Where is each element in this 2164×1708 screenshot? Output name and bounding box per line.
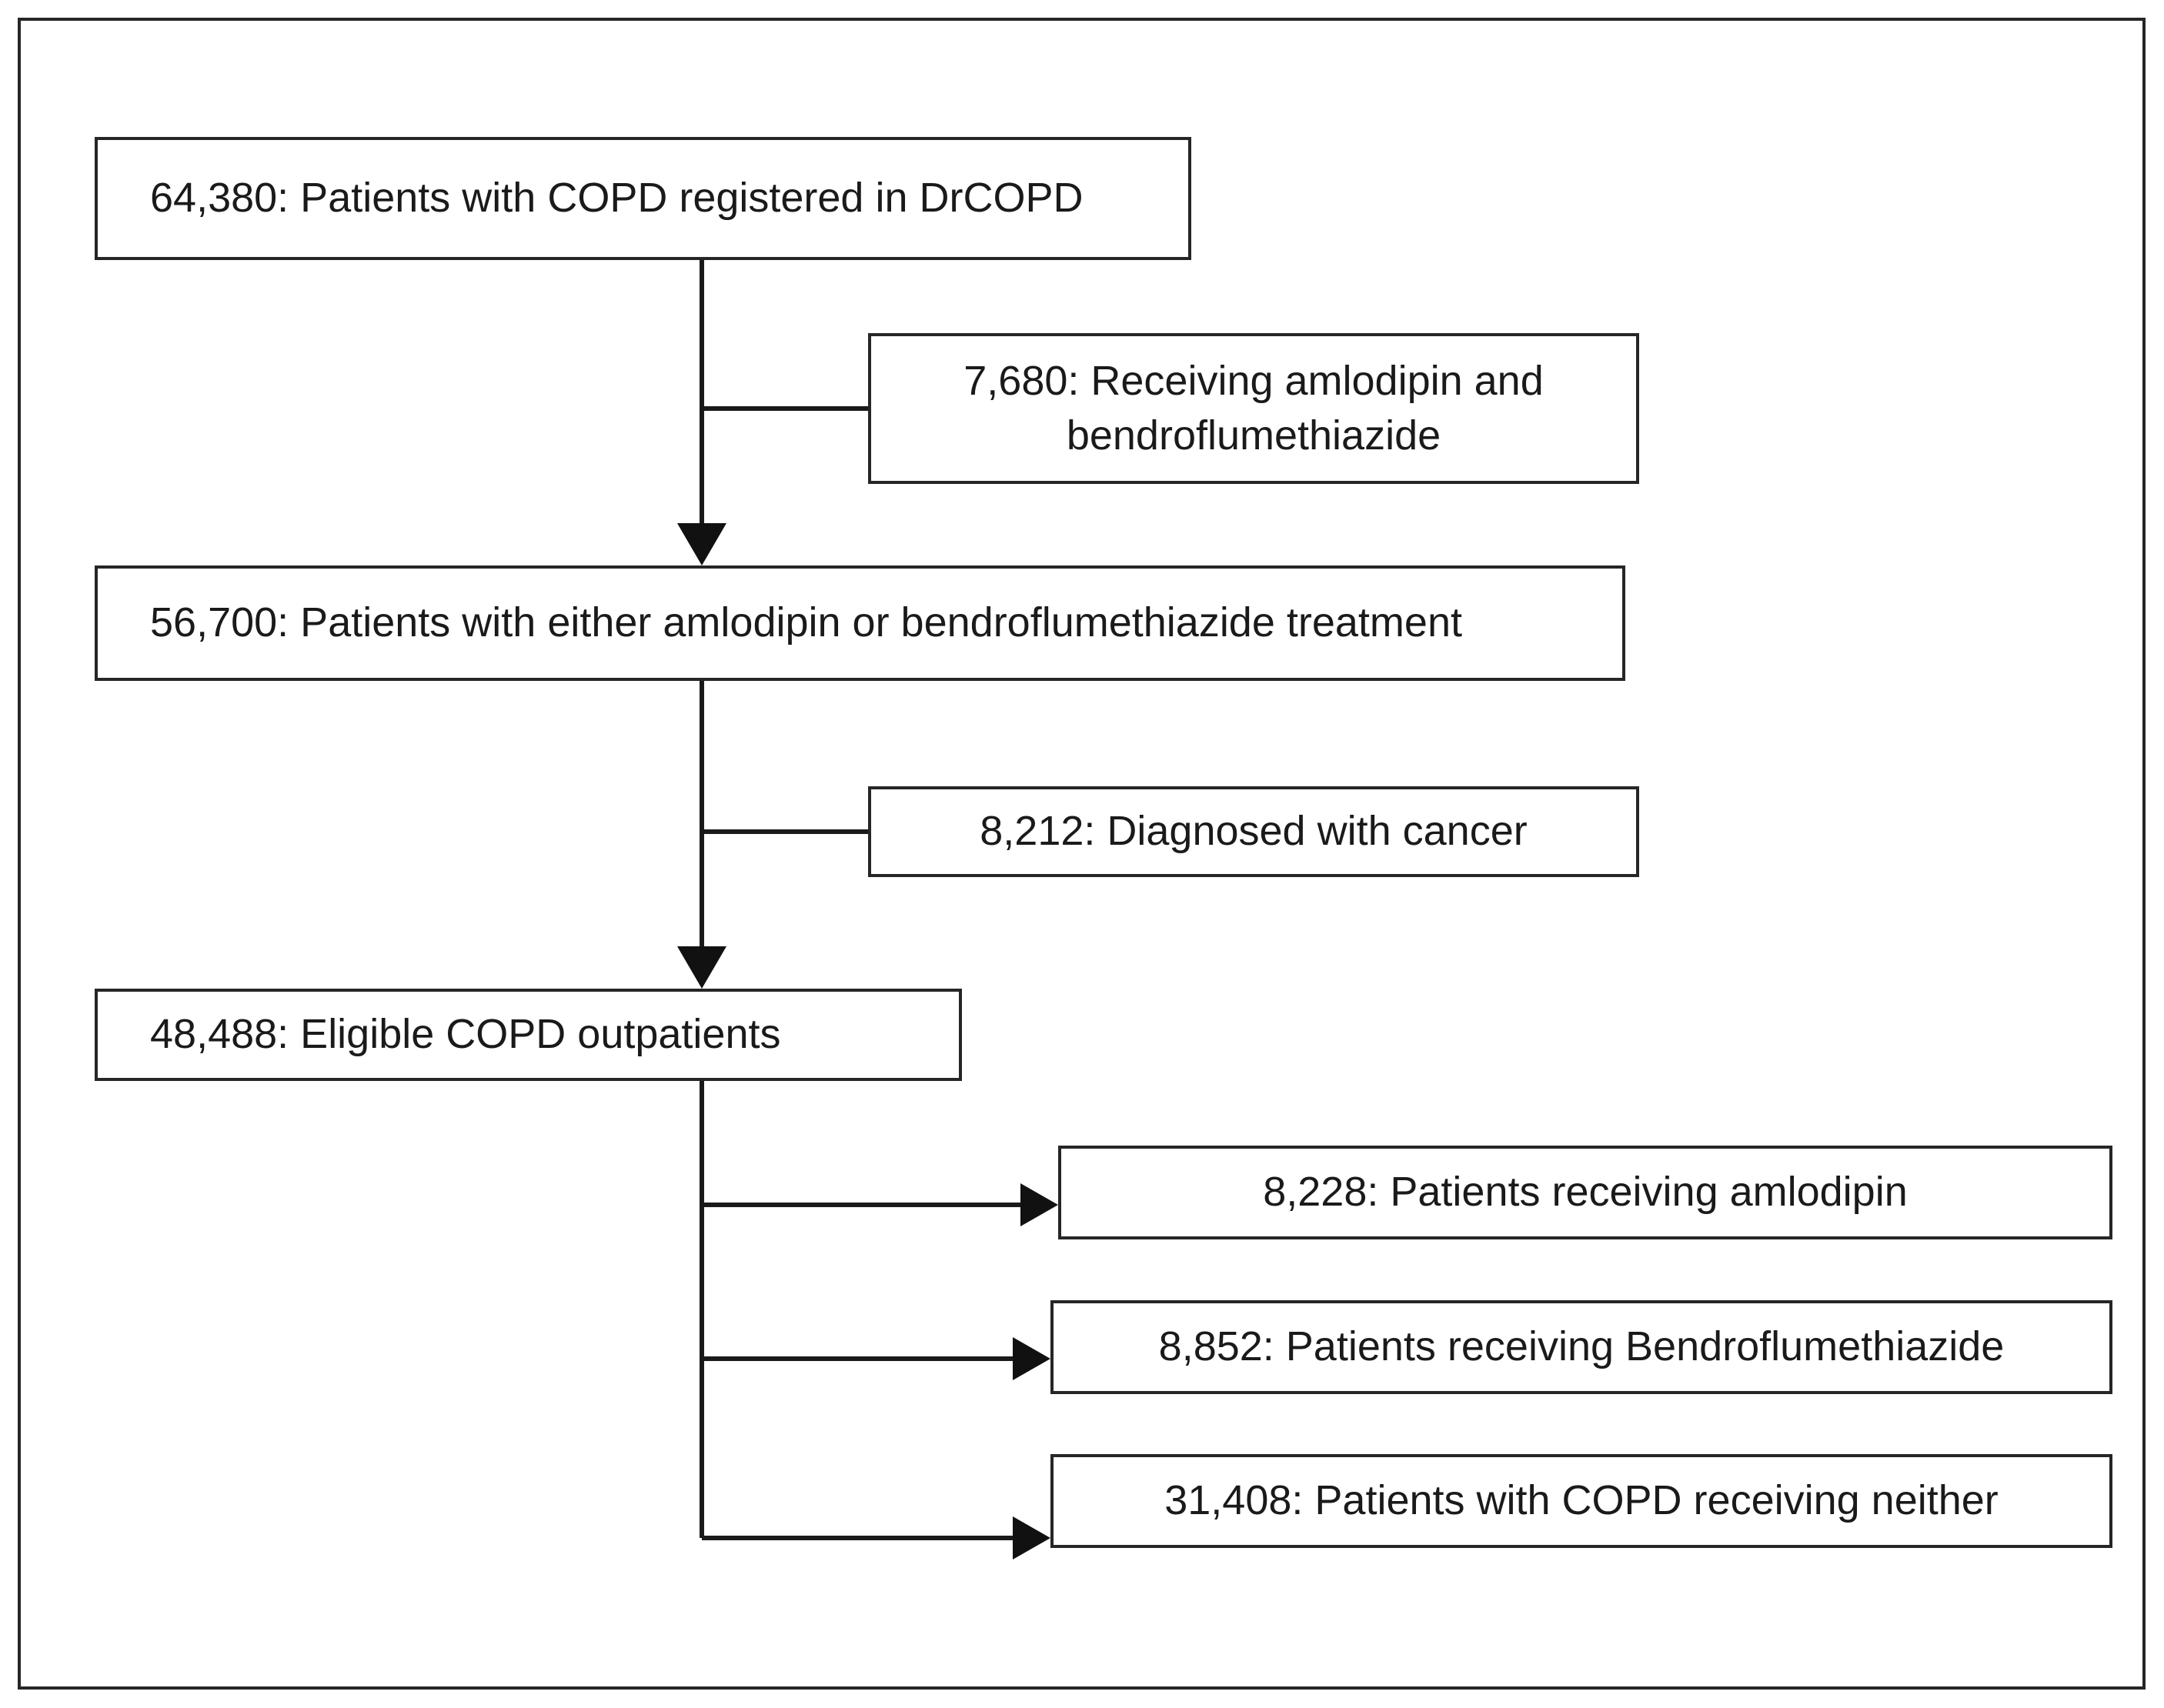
node-excluded-both-line1: 7,680: Receiving amlodipin and	[963, 357, 1544, 404]
node-outcome-neither: 31,408: Patients with COPD receiving nei…	[1050, 1454, 2112, 1548]
node-eligible-outpatients: 48,488: Eligible COPD outpatients	[95, 989, 962, 1081]
node-outcome-bendroflumethiazide: 8,852: Patients receiving Bendroflumethi…	[1050, 1300, 2112, 1394]
node-either-treatment: 56,700: Patients with either amlodipin o…	[95, 565, 1625, 681]
node-either-label: 56,700: Patients with either amlodipin o…	[150, 599, 1462, 646]
node-registered-label: 64,380: Patients with COPD registered in…	[150, 175, 1084, 222]
node-excluded-cancer: 8,212: Diagnosed with cancer	[868, 786, 1639, 877]
node-eligible-label: 48,488: Eligible COPD outpatients	[150, 1011, 781, 1058]
node-outcome-amlodipin: 8,228: Patients receiving amlodipin	[1058, 1146, 2112, 1239]
node-neither-label: 31,408: Patients with COPD receiving nei…	[1164, 1477, 1999, 1524]
node-bendroflumethiazide-label: 8,852: Patients receiving Bendroflumethi…	[1158, 1323, 2005, 1370]
node-excluded-both-line2: bendroflumethiazide	[1066, 412, 1441, 459]
node-excluded-both-label: 7,680: Receiving amlodipin and bendroflu…	[871, 354, 1636, 464]
node-patients-registered: 64,380: Patients with COPD registered in…	[95, 137, 1191, 260]
node-amlodipin-label: 8,228: Patients receiving amlodipin	[1263, 1169, 1908, 1216]
node-excluded-receiving-both: 7,680: Receiving amlodipin and bendroflu…	[868, 333, 1639, 484]
node-excluded-cancer-label: 8,212: Diagnosed with cancer	[980, 808, 1528, 855]
